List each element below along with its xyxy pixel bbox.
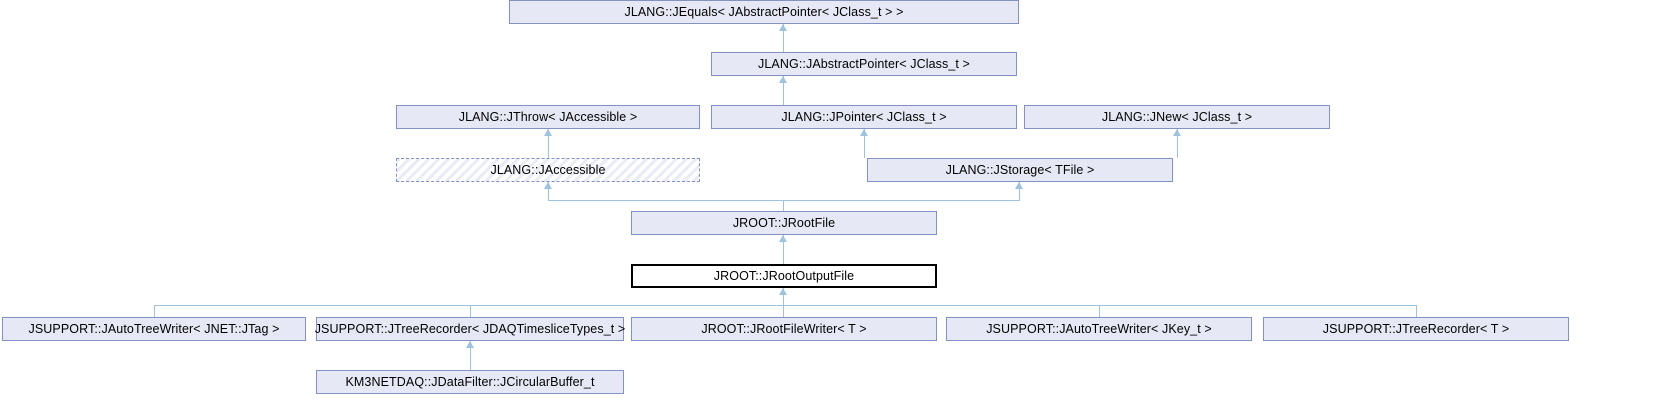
edge-jrootoutputfile-bus-stem: [783, 288, 784, 305]
class-node-jrootfilewriter[interactable]: JROOT::JRootFileWriter< T >: [631, 317, 937, 341]
class-node-label: JLANG::JAbstractPointer< JClass_t >: [758, 56, 970, 71]
arrowhead-jaccessible: [544, 182, 552, 189]
edge-jpointer-to-jabstractpointer: [783, 76, 784, 105]
edge-jabstractpointer-to-jequals: [783, 24, 784, 52]
edge-jrootfile-to-jstorage-vert-right: [1019, 182, 1020, 200]
class-node-label: JROOT::JRootOutputFile: [713, 268, 855, 283]
class-node-label: JROOT::JRootFile: [732, 215, 836, 230]
class-node-jrootfile[interactable]: JROOT::JRootFile: [631, 211, 937, 235]
class-node-label: JSUPPORT::JTreeRecorder< T >: [1322, 321, 1510, 336]
class-node-jnew[interactable]: JLANG::JNew< JClass_t >: [1024, 105, 1330, 129]
class-node-jthrow[interactable]: JLANG::JThrow< JAccessible >: [396, 105, 700, 129]
class-node-label: JSUPPORT::JAutoTreeWriter< JKey_t >: [986, 321, 1212, 336]
edge-jaccessible-to-jthrow: [548, 129, 549, 158]
class-node-label: KM3NETDAQ::JDataFilter::JCircularBuffer_…: [345, 374, 595, 389]
edge-bus-to-jtreerecorder-daq: [470, 305, 471, 317]
edge-jrootfile-to-jaccessible-vert-right: [783, 200, 784, 211]
edge-bus-to-jautotreewriter-jkey: [1099, 305, 1100, 317]
edge-jstorage-to-jnew: [1177, 129, 1178, 158]
class-node-jtreerecorder-t[interactable]: JSUPPORT::JTreeRecorder< T >: [1263, 317, 1569, 341]
edge-jrootfile-to-jaccessible-horiz: [548, 200, 784, 201]
edge-jrootoutputfile-bus: [154, 305, 1417, 306]
arrowhead-jabstractpointer: [779, 76, 787, 83]
class-node-label: JROOT::JRootFileWriter< T >: [701, 321, 867, 336]
arrowhead-jthrow: [544, 129, 552, 136]
edge-jcircularbuffer-to-jtreerecorder-daq: [470, 341, 471, 370]
edge-bus-to-jtreerecorder-t: [1416, 305, 1417, 317]
edge-bus-to-jautotreewriter-jtag: [154, 305, 155, 317]
edge-bus-to-jrootfilewriter: [783, 305, 784, 317]
class-node-jpointer[interactable]: JLANG::JPointer< JClass_t >: [711, 105, 1017, 129]
edge-jrootfile-to-jaccessible-vert-left: [548, 182, 549, 200]
edge-jstorage-to-jpointer: [864, 129, 865, 158]
edge-jrootoutputfile-to-jrootfile: [783, 235, 784, 264]
class-node-label: JLANG::JEquals< JAbstractPointer< JClass…: [624, 4, 904, 19]
arrowhead-jnew: [1173, 129, 1181, 136]
class-node-jabstractpointer[interactable]: JLANG::JAbstractPointer< JClass_t >: [711, 52, 1017, 76]
class-node-label: JSUPPORT::JAutoTreeWriter< JNET::JTag >: [28, 321, 280, 336]
class-node-jaccessible[interactable]: JLANG::JAccessible: [396, 158, 700, 182]
class-node-label: JSUPPORT::JTreeRecorder< JDAQTimesliceTy…: [314, 321, 626, 336]
class-node-label: JLANG::JNew< JClass_t >: [1101, 109, 1253, 124]
arrowhead-jstorage: [1015, 182, 1023, 189]
class-node-jtreerecorder-jdaqtimeslicetypes[interactable]: JSUPPORT::JTreeRecorder< JDAQTimesliceTy…: [314, 317, 626, 341]
class-node-jrootoutputfile[interactable]: JROOT::JRootOutputFile: [631, 264, 937, 288]
class-node-label: JLANG::JStorage< TFile >: [945, 162, 1095, 177]
class-node-label: JLANG::JThrow< JAccessible >: [458, 109, 638, 124]
arrowhead-jequals: [779, 24, 787, 31]
class-node-jcircularbuffer[interactable]: KM3NETDAQ::JDataFilter::JCircularBuffer_…: [316, 370, 624, 394]
edge-jrootfile-to-jstorage-horiz: [783, 200, 1020, 201]
class-node-jautotreewriter-jkey[interactable]: JSUPPORT::JAutoTreeWriter< JKey_t >: [946, 317, 1252, 341]
arrowhead-jrootfile: [779, 235, 787, 242]
class-node-jautotreewriter-jtag[interactable]: JSUPPORT::JAutoTreeWriter< JNET::JTag >: [2, 317, 306, 341]
class-node-label: JLANG::JAccessible: [490, 162, 606, 177]
arrowhead-jpointer: [860, 129, 868, 136]
class-node-label: JLANG::JPointer< JClass_t >: [781, 109, 947, 124]
arrowhead-jtreerecorder-daq: [466, 341, 474, 348]
class-node-jequals[interactable]: JLANG::JEquals< JAbstractPointer< JClass…: [509, 0, 1019, 24]
class-node-jstorage[interactable]: JLANG::JStorage< TFile >: [867, 158, 1173, 182]
arrowhead-jrootoutputfile: [779, 288, 787, 295]
